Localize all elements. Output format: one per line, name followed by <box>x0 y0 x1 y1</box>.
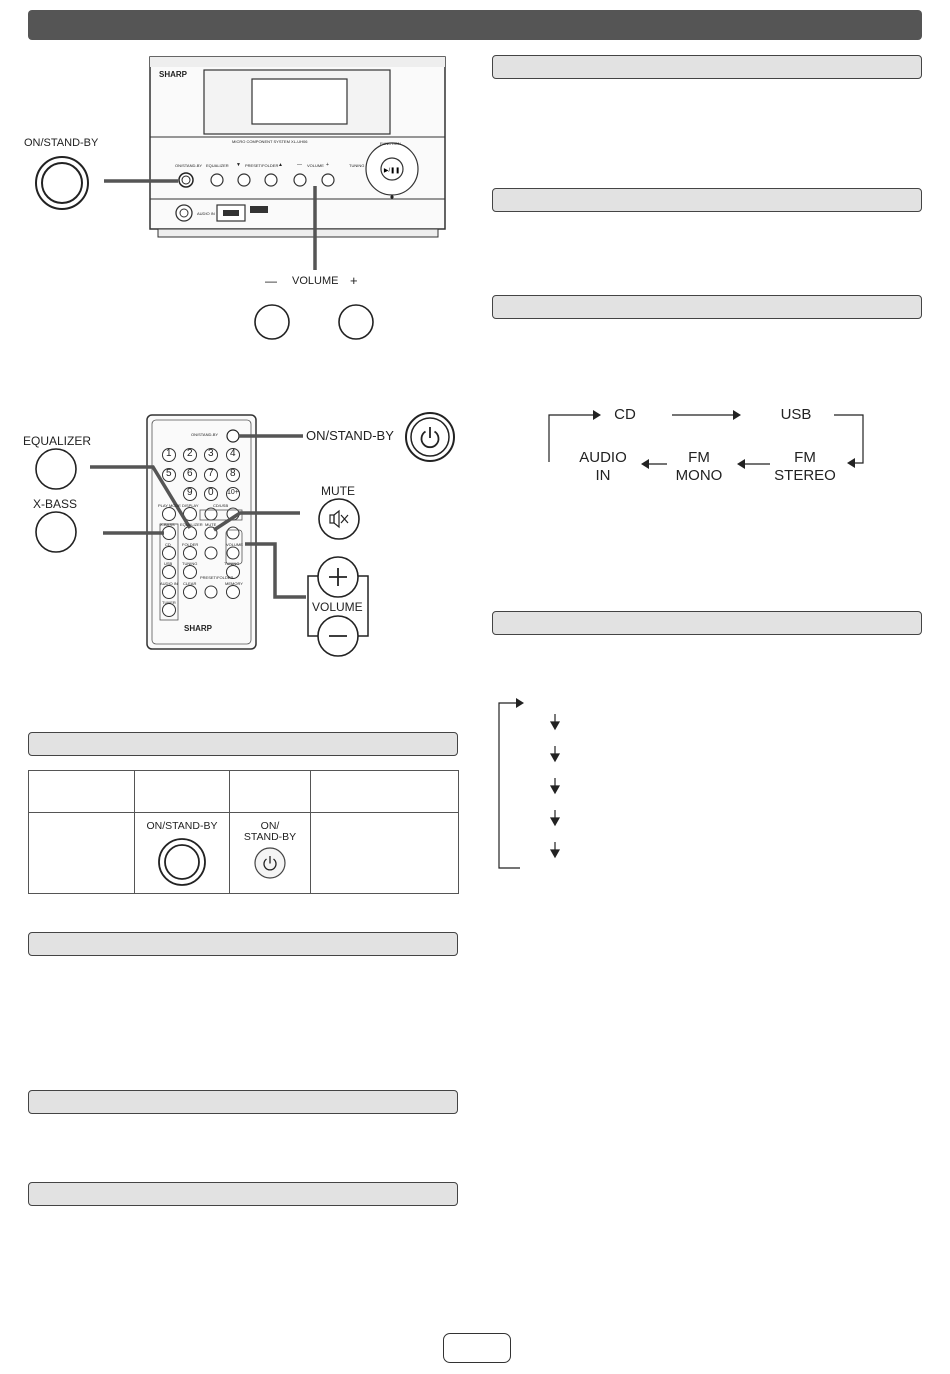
remote-label-play-mode: PLAY MODE <box>158 503 181 508</box>
unit-panel-preset-label: PRESET/FOLDER <box>245 163 279 168</box>
equalizer-label: EQUALIZER <box>23 434 92 448</box>
table-row: ON/STAND-BY ON/ STAND-BY <box>28 812 459 894</box>
remote-label-clear: CLEAR <box>183 581 197 586</box>
remote-label-folder: FOLDER <box>182 542 199 547</box>
remote-label-xbass: X-BASS <box>160 522 175 527</box>
remote-key-10plus: 10+ <box>227 489 239 496</box>
unit-panel-equalizer-label: EQUALIZER <box>206 163 229 168</box>
unit-brand: SHARP <box>159 70 188 79</box>
cycle-fm-stereo-line2: STEREO <box>774 467 836 484</box>
unit-audio-in-label: AUDIO IN <box>197 211 215 216</box>
section-bar-right-2 <box>492 188 922 212</box>
remote-label-tuning-left: TUNING <box>182 561 198 566</box>
remote-brand: SHARP <box>184 624 213 633</box>
remote-label-mute: MUTE <box>205 522 217 527</box>
table-cell <box>310 770 459 813</box>
remote-label-volume: VOLUME <box>226 542 243 547</box>
table-cell <box>134 770 230 813</box>
remote-label-equalizer: EQUALIZER <box>180 522 203 527</box>
mute-label: MUTE <box>321 484 355 498</box>
table-remote-caption: ON/ STAND-BY <box>230 821 310 843</box>
unit-model-line: MICRO COMPONENT SYSTEM XL-UH06 <box>232 139 308 144</box>
table-cell-unit: ON/STAND-BY <box>134 812 230 894</box>
table-unit-power-icon <box>158 838 206 886</box>
cycle-cd: CD <box>614 406 636 423</box>
cycle-audio-in: AUDIO IN <box>573 449 633 485</box>
remote-on-standby-label: ON/STAND-BY <box>306 428 394 443</box>
remote-key-7: 7 <box>208 468 214 479</box>
volume-plus-label: + <box>350 273 358 288</box>
cycle-fm-mono-line2: MONO <box>675 467 723 484</box>
section-bar-left-3 <box>28 1090 458 1114</box>
section-bar-left-4 <box>28 1182 458 1206</box>
section-bar-left-1 <box>28 732 458 756</box>
section-bar-left-2 <box>28 932 458 956</box>
table-cell-remote: ON/ STAND-BY <box>229 812 311 894</box>
table-row <box>28 770 459 813</box>
remote-label-audio-in: AUDIO IN <box>160 581 178 586</box>
unit-panel-up-label: ▲ <box>278 162 283 168</box>
svg-text:▶/❚❚: ▶/❚❚ <box>384 167 400 174</box>
table-cell <box>310 812 459 894</box>
remote-label-memory: MEMORY <box>225 581 243 586</box>
remote-label-tuner: TUNER <box>162 600 176 605</box>
section-bar-right-1 <box>492 55 922 79</box>
unit-panel-power-label: ON/STAND-BY <box>175 163 203 168</box>
cycle-fm-mono: FM MONO <box>669 449 729 485</box>
cycle-fm-mono-line1: FM <box>688 449 710 466</box>
unit-on-standby-label: ON/STAND-BY <box>24 137 99 149</box>
remote-label-tuning-right: TUNING <box>224 561 240 566</box>
xbass-label: X-BASS <box>33 497 78 511</box>
power-control-table: ON/STAND-BY ON/ STAND-BY <box>28 770 459 894</box>
table-cell <box>229 770 311 813</box>
section-bar-right-3 <box>492 295 922 319</box>
remote-key-6: 6 <box>187 468 193 479</box>
volume-label: VOLUME <box>292 275 339 287</box>
remote-label-usb: USB <box>164 561 173 566</box>
cycle-audio-in-line2: IN <box>595 467 611 484</box>
table-cell <box>28 812 135 894</box>
cycle-fm-stereo-line1: FM <box>794 449 816 466</box>
cycle-usb: USB <box>780 406 812 423</box>
remote-key-9: 9 <box>187 487 193 498</box>
unit-panel-volume-label: VOLUME <box>307 163 324 168</box>
remote-top-label: ON/STAND-BY <box>191 432 219 437</box>
unit-power-button <box>178 172 194 188</box>
remote-key-4: 4 <box>230 448 236 459</box>
table-cell <box>28 770 135 813</box>
remote-label-cd-usb: CD/USB <box>213 503 229 508</box>
cycle-audio-in-line1: AUDIO <box>579 449 627 466</box>
table-remote-caption-line1: ON/ <box>260 820 280 832</box>
remote-key-1: 1 <box>166 448 172 459</box>
unit-panel-vol-minus-label: — <box>297 162 302 168</box>
remote-label-cd: CD <box>165 542 171 547</box>
table-unit-caption: ON/STAND-BY <box>146 820 218 832</box>
remote-label-display: DISPLAY <box>182 503 199 508</box>
table-remote-power-icon <box>254 847 286 879</box>
volume-minus-label: — <box>265 274 277 288</box>
header-bar <box>28 10 922 40</box>
unit-panel-down-label: ▼ <box>236 162 241 168</box>
remote-key-8: 8 <box>230 468 236 479</box>
remote-key-5: 5 <box>166 468 172 479</box>
remote-label-preset-folder: PRESET/FOLDER <box>200 575 234 580</box>
unit-panel-function-label: FUNCTION <box>380 141 401 146</box>
remote-key-2: 2 <box>187 448 193 459</box>
table-remote-caption-line2: STAND-BY <box>243 831 297 843</box>
page-number-box <box>443 1333 511 1363</box>
remote-key-0: 0 <box>208 487 214 498</box>
unit-panel-tuning-label: TUNING <box>349 163 365 168</box>
remote-volume-label: VOLUME <box>312 600 363 614</box>
remote-key-3: 3 <box>208 448 214 459</box>
section-bar-right-4 <box>492 611 922 635</box>
unit-panel-vol-plus-label: + <box>326 162 329 168</box>
cycle-fm-stereo: FM STEREO <box>770 449 840 485</box>
